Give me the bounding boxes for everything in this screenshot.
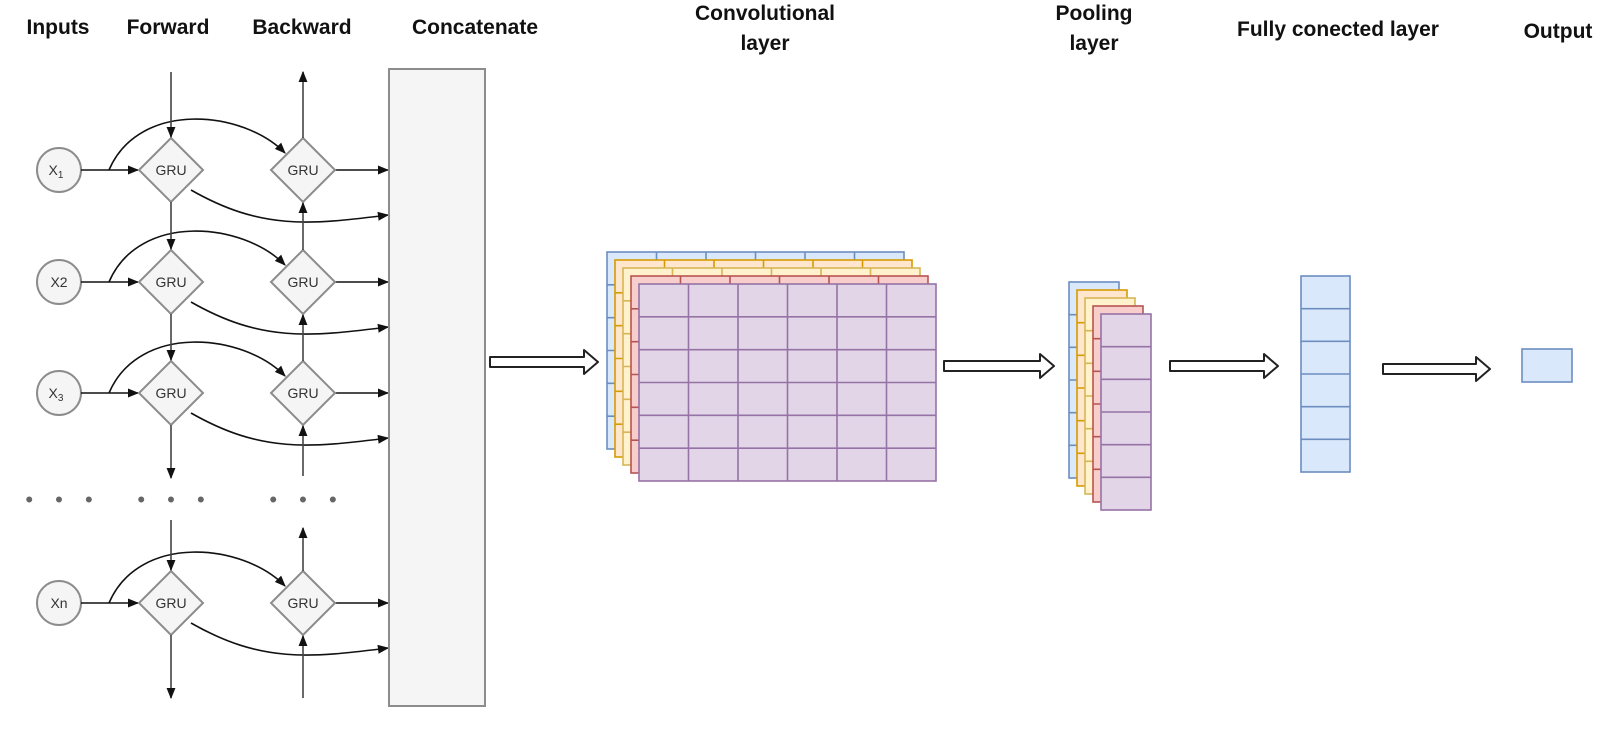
output-unit — [1521, 348, 1573, 383]
input-label: X2 — [50, 274, 67, 290]
gru-label: GRU — [287, 274, 318, 290]
header-backward: Backward — [252, 16, 351, 39]
arrow-pool-to-fc — [1169, 353, 1279, 379]
arrow-concat-to-conv — [489, 349, 599, 375]
header-pool-line1: Pooling — [1056, 2, 1133, 25]
concatenate-box — [388, 68, 486, 707]
bigru-row: X2 GRU GRU — [36, 230, 390, 335]
flow-arrows — [489, 349, 1491, 382]
grid-frame — [1521, 348, 1573, 383]
edge-input-backward — [108, 551, 286, 604]
fully-connected-layer — [1300, 275, 1351, 473]
gru-label: GRU — [155, 162, 186, 178]
pooling-layer — [1068, 281, 1152, 511]
ellipsis: • • • — [269, 487, 344, 512]
ellipsis: • • • — [25, 487, 100, 512]
header-conv-line2: layer — [740, 32, 789, 55]
edge-input-backward — [108, 230, 286, 283]
pool-feature-map — [1100, 313, 1152, 511]
gru-label: GRU — [155, 385, 186, 401]
gru-label: GRU — [287, 595, 318, 611]
header-forward: Forward — [127, 16, 210, 39]
output-layer — [1521, 348, 1573, 383]
edge-forward-concat — [190, 412, 390, 446]
ellipsis: • • • — [137, 487, 212, 512]
gru-label: GRU — [287, 162, 318, 178]
header-fully-connected: Fully conected layer — [1237, 18, 1439, 41]
conv-feature-map — [638, 283, 937, 482]
edge-input-backward — [108, 118, 286, 171]
header-concatenate: Concatenate — [412, 16, 538, 39]
arrow-fc-to-output — [1382, 356, 1491, 382]
header-inputs: Inputs — [27, 16, 90, 39]
edge-forward-concat — [190, 189, 390, 223]
gru-label: GRU — [155, 595, 186, 611]
convolutional-layer — [606, 251, 937, 482]
edge-forward-concat — [190, 301, 390, 335]
edge-forward-concat — [190, 622, 390, 656]
input-label: Xn — [50, 595, 67, 611]
arrow-conv-to-pool — [943, 353, 1055, 379]
edge-input-backward — [108, 341, 286, 394]
gru-label: GRU — [155, 274, 186, 290]
input-subscript: 1 — [58, 170, 64, 181]
gru-label: GRU — [287, 385, 318, 401]
fc-units — [1300, 275, 1351, 473]
header-pool-line2: layer — [1069, 32, 1118, 55]
header-output: Output — [1524, 20, 1593, 43]
header-conv-line1: Convolutional — [695, 2, 835, 25]
bigru-row: Xn GRU GRU — [36, 551, 390, 656]
input-subscript: 3 — [58, 393, 64, 404]
